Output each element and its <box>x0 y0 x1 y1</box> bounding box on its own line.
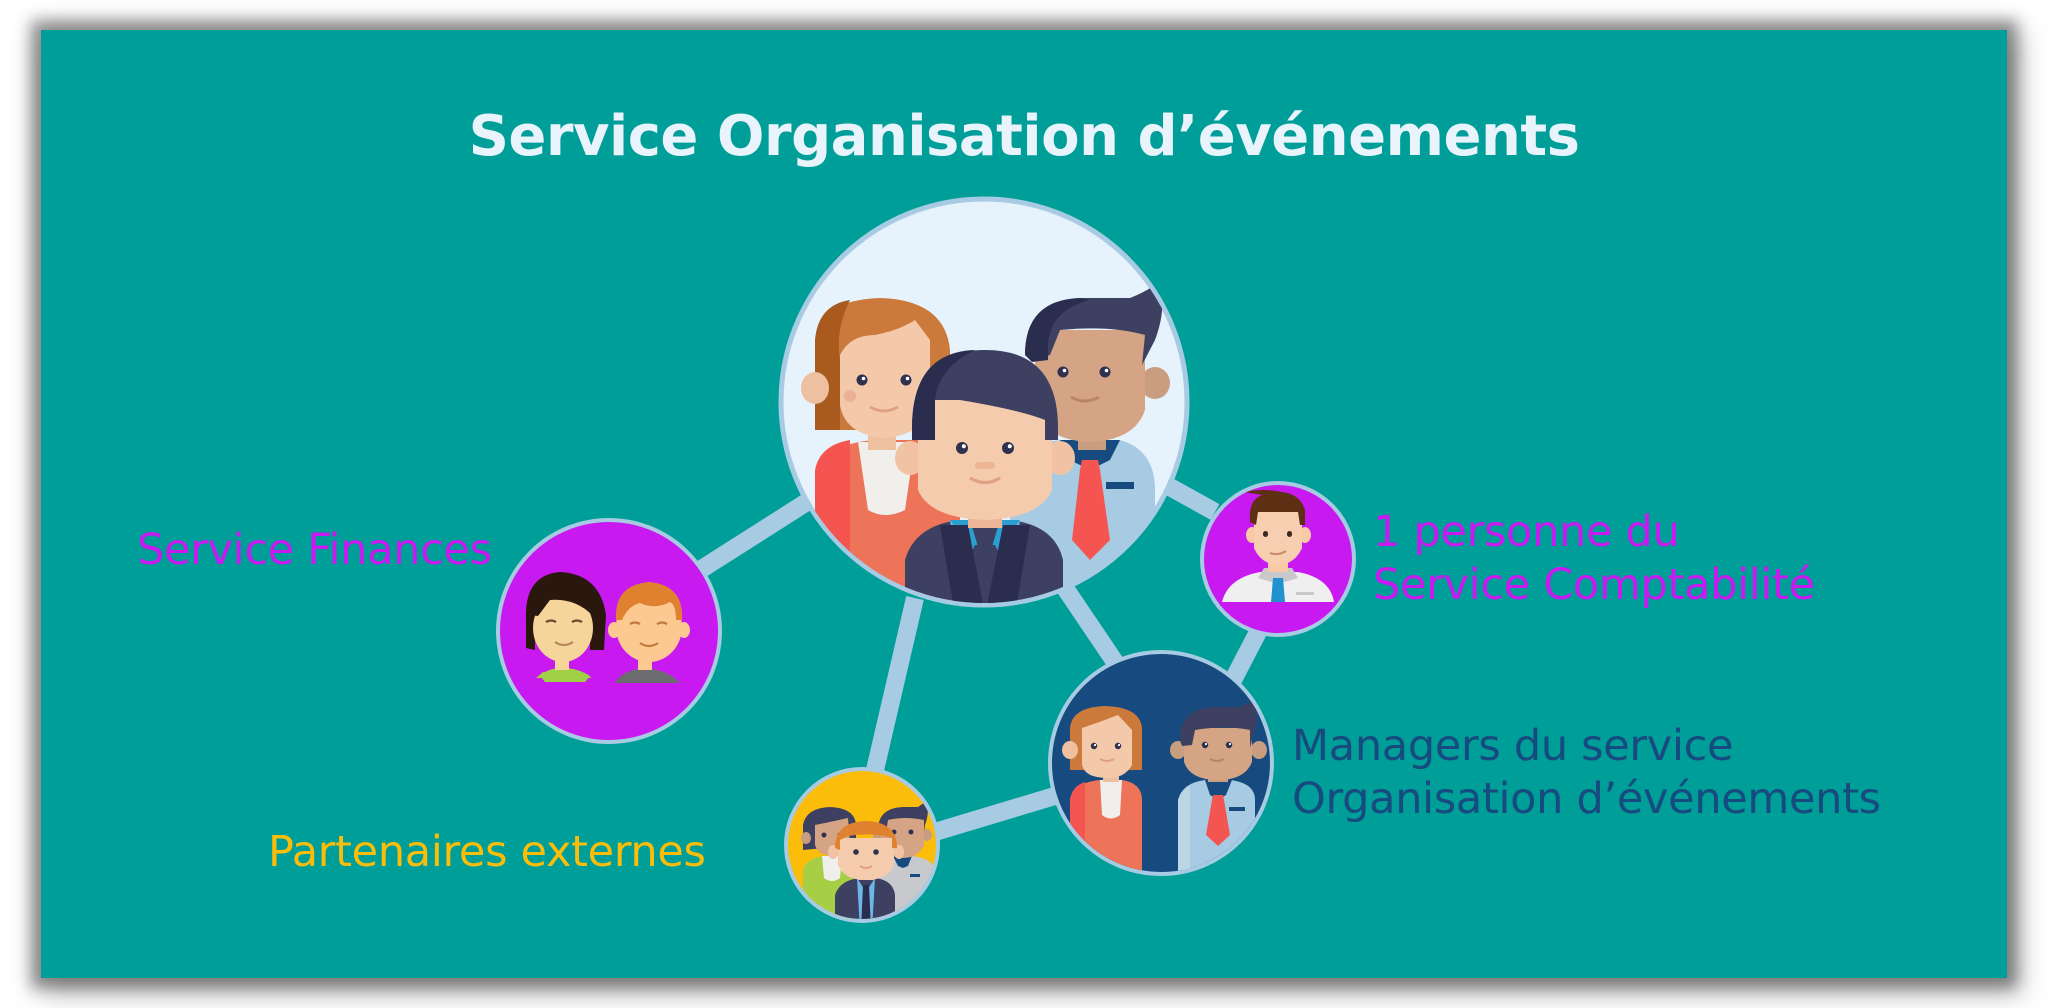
connector-center-accounting <box>1165 479 1220 520</box>
connector-partners-managers <box>932 786 1061 841</box>
connector-center-partners <box>866 595 924 773</box>
partners-label: Partenaires externes <box>268 826 706 879</box>
two-managers-icon <box>1048 650 1274 876</box>
finance-label-text: Service Finances <box>137 525 492 575</box>
slide-title: Service Organisation d’événements <box>468 104 1580 169</box>
single-person-icon <box>1200 481 1356 637</box>
managers-label-line2: Organisation d’événements <box>1292 774 1881 824</box>
connector-lines <box>695 479 1266 841</box>
accounting-label-line1: 1 personne du <box>1373 507 1680 557</box>
connector-center-finance <box>695 492 815 578</box>
connector-center-managers <box>1057 582 1123 668</box>
partners-label-text: Partenaires externes <box>268 827 706 877</box>
managers-label: Managers du service Organisation d’événe… <box>1292 720 1881 826</box>
two-people-icon <box>496 518 722 744</box>
accounting-label-line2: Service Comptabilité <box>1373 560 1815 610</box>
connector-accounting-managers <box>1224 627 1266 687</box>
finance-label: Service Finances <box>137 524 492 577</box>
accounting-label: 1 personne du Service Comptabilité <box>1373 506 1815 612</box>
managers-label-line1: Managers du service <box>1292 721 1734 771</box>
group-of-three-icon <box>784 767 940 923</box>
team-of-three-icon <box>778 196 1190 608</box>
